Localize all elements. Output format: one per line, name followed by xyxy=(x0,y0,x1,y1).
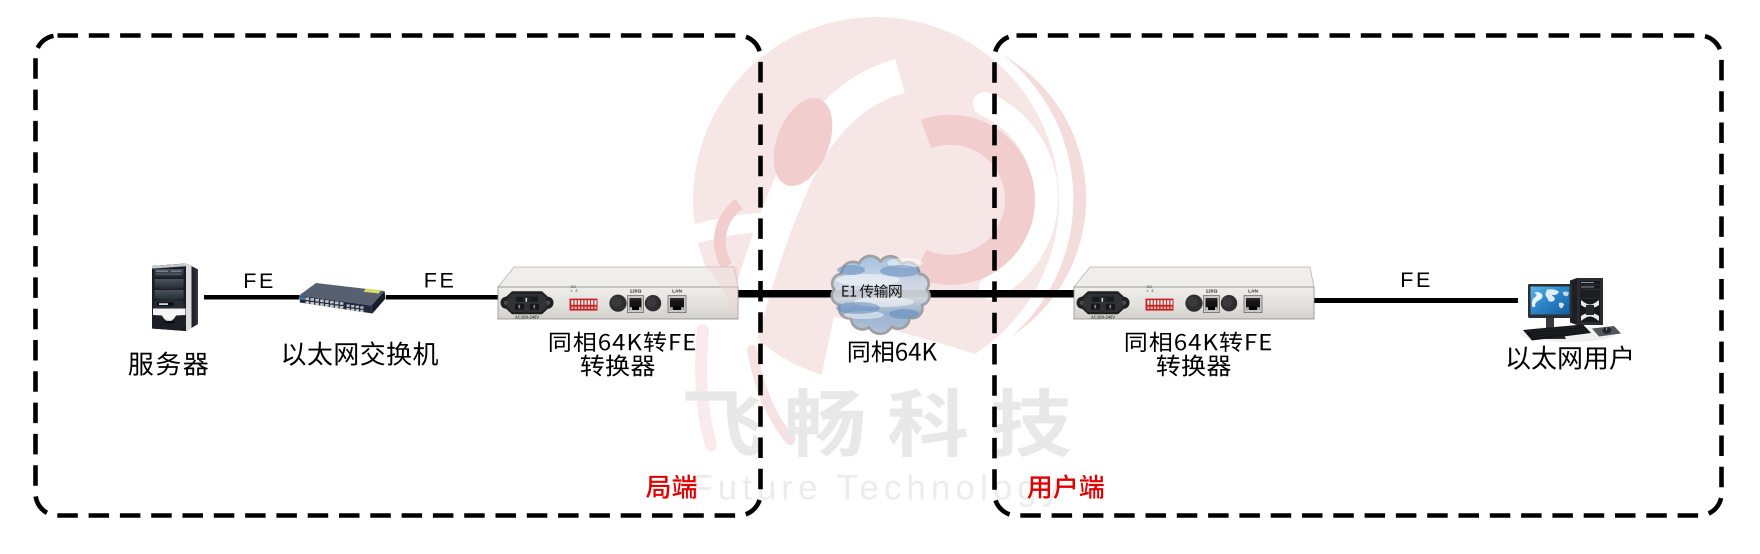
svg-text:1 8: 1 8 xyxy=(571,289,578,293)
svg-text:FE: FE xyxy=(424,268,457,292)
svg-text:FE: FE xyxy=(243,269,276,293)
svg-text:120Ω: 120Ω xyxy=(630,288,642,294)
svg-text:LAN: LAN xyxy=(672,288,682,294)
svg-text:120Ω: 120Ω xyxy=(1206,288,1218,294)
svg-text:Future Technology: Future Technology xyxy=(691,469,1064,508)
svg-text:ON: ON xyxy=(571,285,577,289)
svg-text:FE: FE xyxy=(1400,268,1433,292)
svg-text:AC100-240V: AC100-240V xyxy=(515,315,539,320)
svg-text:1 8: 1 8 xyxy=(1147,289,1154,293)
svg-text:AC100-240V: AC100-240V xyxy=(1091,315,1115,320)
svg-text:ON: ON xyxy=(1147,285,1153,289)
svg-text:LAN: LAN xyxy=(1248,288,1258,294)
